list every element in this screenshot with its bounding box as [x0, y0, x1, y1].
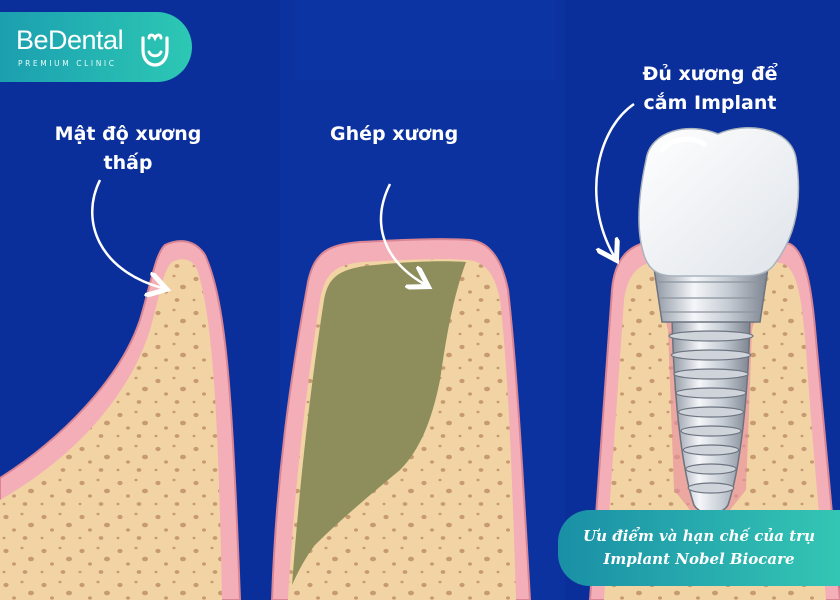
- implant-thread: [682, 444, 740, 456]
- arrow-low-density: [91, 179, 162, 288]
- arrow-bone-graft: [379, 183, 424, 284]
- brand-name: BeDental: [16, 25, 124, 55]
- implant-thread: [685, 463, 737, 475]
- dental-implant: [653, 267, 769, 514]
- label-enough-line1: Đủ xương để: [642, 63, 778, 85]
- graft-material: [292, 261, 466, 585]
- implant-thread: [680, 425, 742, 437]
- implant-thread: [675, 387, 747, 399]
- caption-line1: Ưu điểm và hạn chế của trụ: [583, 527, 815, 545]
- implant-crown: [638, 127, 800, 277]
- label-low-line1: Mật độ xương: [54, 123, 202, 145]
- label-low-bone-density: Mật độ xương thấp: [40, 120, 216, 178]
- label-enough-bone: Đủ xương để cắm Implant: [622, 60, 798, 118]
- implant-thread: [687, 482, 735, 494]
- label-low-line2: thấp: [103, 152, 153, 174]
- smile-icon: [141, 33, 169, 67]
- low-density-ridge: [0, 240, 242, 600]
- graft-ridge: [270, 238, 532, 600]
- implant-thread: [668, 330, 754, 342]
- label-bone-graft: Ghép xương: [330, 123, 459, 145]
- implant-thread: [677, 406, 744, 418]
- brand-logo[interactable]: BeDental PREMIUM CLINIC: [0, 12, 192, 82]
- implant-thread: [673, 368, 749, 380]
- brand-tagline: PREMIUM CLINIC: [18, 59, 117, 68]
- implant-thread: [670, 349, 752, 361]
- article-caption[interactable]: Ưu điểm và hạn chế của trụ Implant Nobel…: [558, 510, 840, 586]
- panel-highlight: [295, 0, 555, 80]
- caption-line2: Implant Nobel Biocare: [603, 550, 795, 568]
- label-enough-line2: cắm Implant: [643, 92, 777, 114]
- arrow-enough-bone: [595, 102, 635, 256]
